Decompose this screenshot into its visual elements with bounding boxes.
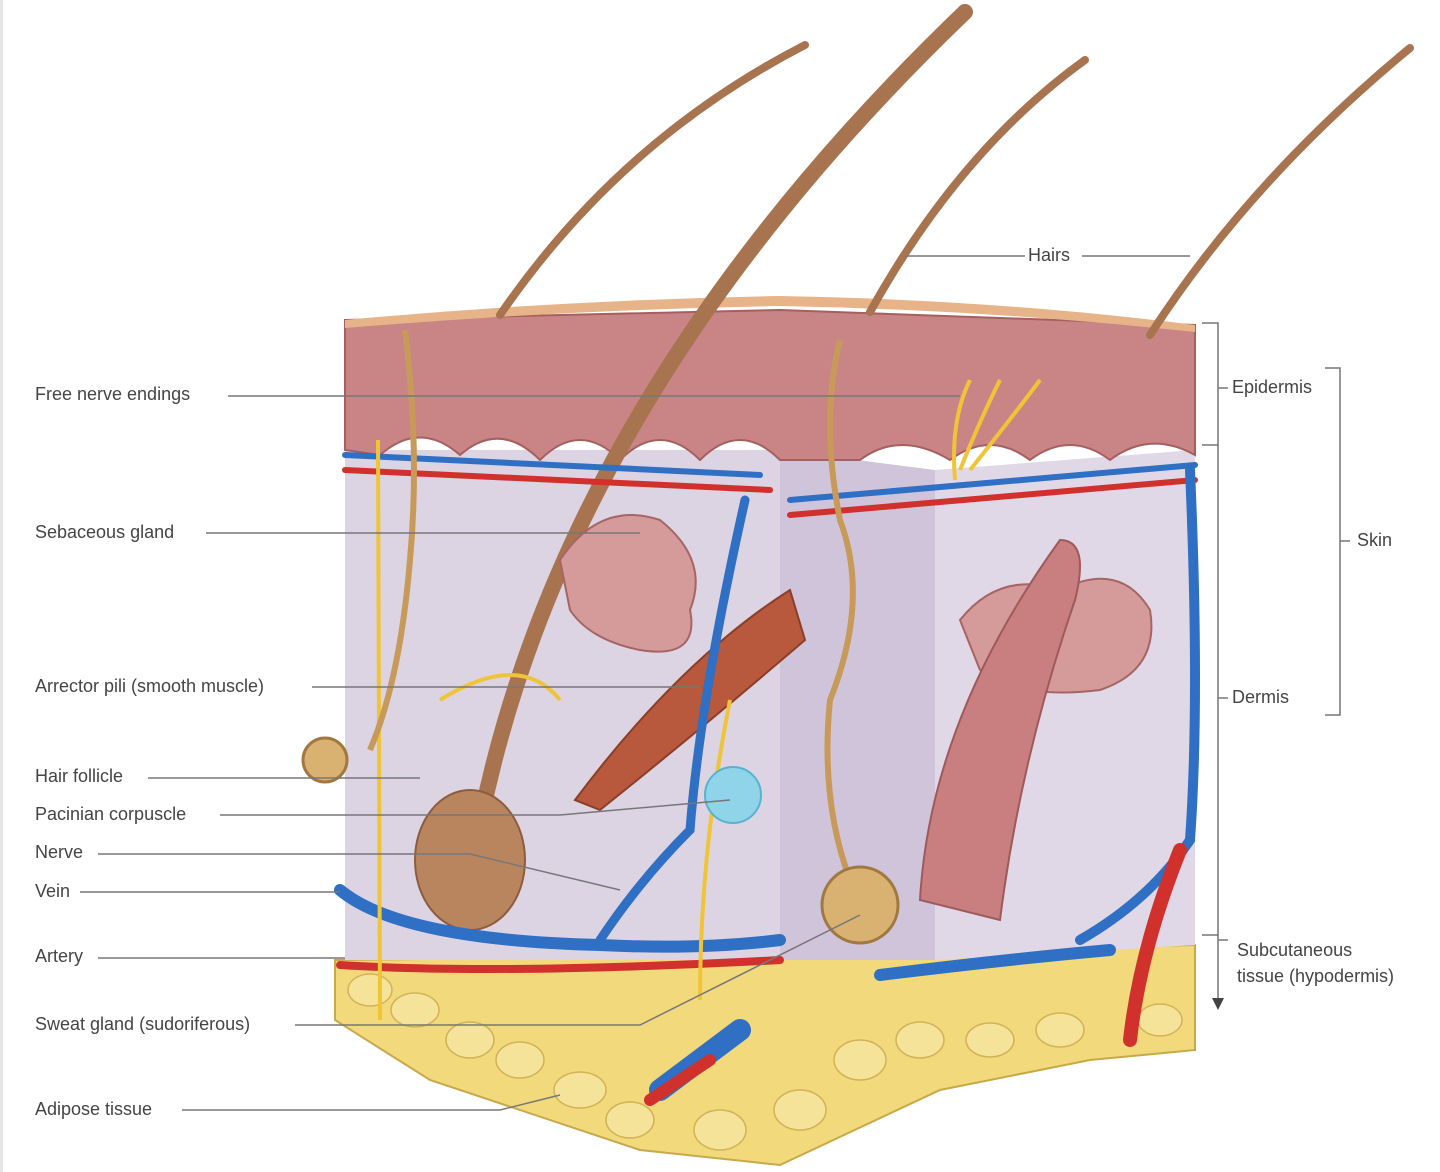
label-vein: Vein xyxy=(35,881,71,901)
label-artery: Artery xyxy=(35,946,84,966)
label-sweat-gland: Sweat gland (sudoriferous) xyxy=(35,1014,251,1034)
label-skin: Skin xyxy=(1357,530,1393,550)
label-subcutaneous-2: tissue (hypodermis) xyxy=(1237,966,1395,986)
pacinian-corpuscle xyxy=(704,766,762,824)
arrector-pili-muscle xyxy=(573,588,807,812)
label-sebaceous-gland: Sebaceous gland xyxy=(35,522,175,542)
sweat-gland-coil-left xyxy=(301,736,349,784)
label-dermis: Dermis xyxy=(1232,687,1289,707)
epidermis-layer xyxy=(344,308,1196,462)
page-edge xyxy=(0,0,3,1172)
label-arrector-pili: Arrector pili (smooth muscle) xyxy=(35,676,265,696)
label-hair-follicle: Hair follicle xyxy=(35,766,124,786)
sebaceous-gland-left xyxy=(558,514,697,653)
hair-shafts xyxy=(462,4,1414,888)
fat-cells xyxy=(347,973,1183,1151)
label-subcutaneous-1: Subcutaneous xyxy=(1237,940,1353,960)
label-hairs: Hairs xyxy=(1028,245,1071,265)
hair-follicle-bulb xyxy=(414,789,526,931)
label-nerve: Nerve xyxy=(35,842,84,862)
leader-lines xyxy=(80,255,1350,1111)
sweat-gland-coil xyxy=(820,865,900,945)
hair-follicle-right xyxy=(918,538,1081,922)
label-pacinian-corpuscle: Pacinian corpuscle xyxy=(35,804,187,824)
label-epidermis: Epidermis xyxy=(1232,377,1313,397)
blood-vessels xyxy=(334,452,1200,1106)
skin-surface xyxy=(345,296,1195,332)
sweat-duct xyxy=(824,339,856,882)
arrow-down-icon xyxy=(1212,998,1224,1010)
dermis-recess xyxy=(780,450,935,960)
label-adipose-tissue: Adipose tissue xyxy=(35,1099,153,1119)
sweat-duct-left xyxy=(367,329,417,752)
label-free-nerve-endings: Free nerve endings xyxy=(35,384,191,404)
